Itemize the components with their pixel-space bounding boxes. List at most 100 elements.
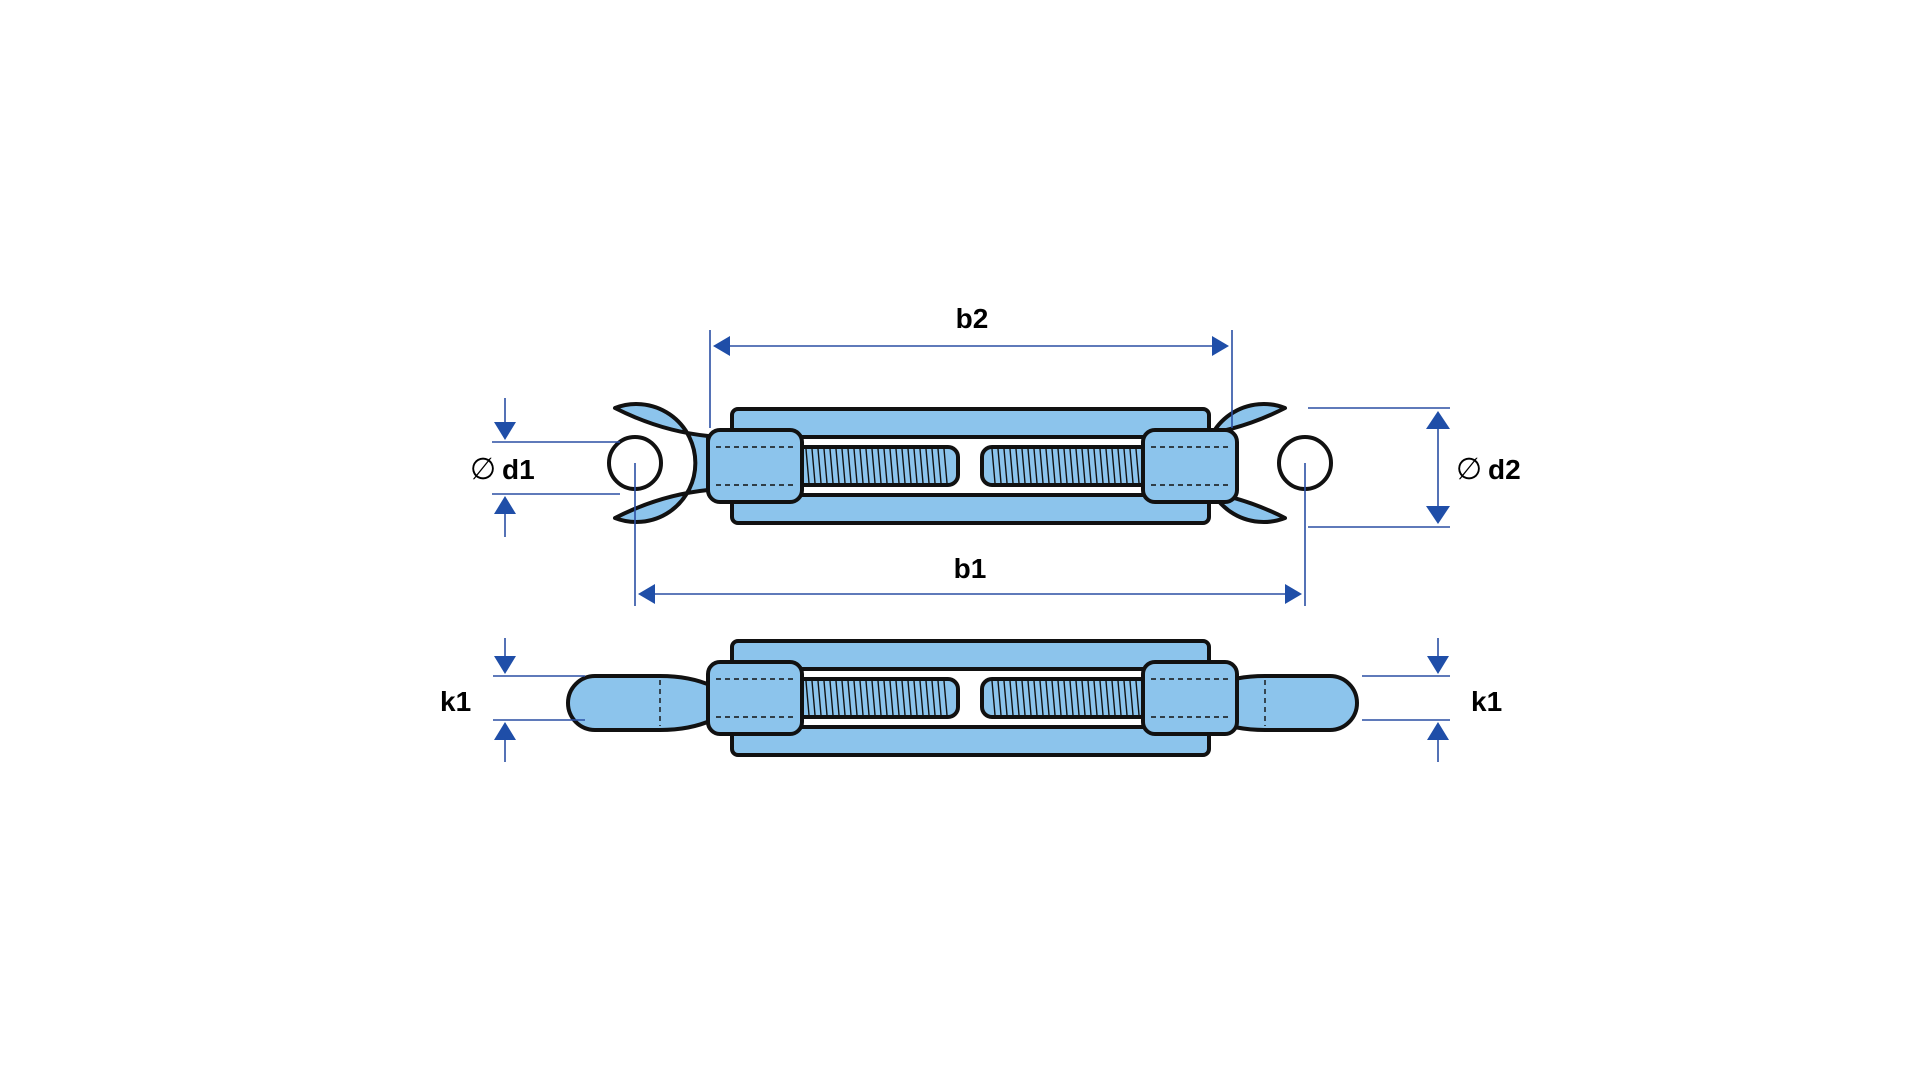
thread-line: [1087, 448, 1092, 484]
threaded-rod-left-side: [788, 677, 960, 719]
thread-line: [847, 680, 852, 716]
thread-line: [817, 680, 822, 716]
thread-line: [931, 680, 936, 716]
thread-line: [1033, 680, 1038, 716]
thread-line: [835, 448, 840, 484]
thread-line: [853, 680, 858, 716]
boss-left-side: [706, 660, 804, 736]
thread-line: [841, 448, 846, 484]
thread-line: [919, 448, 924, 484]
thread-line: [829, 448, 834, 484]
label-b2: b2: [956, 303, 989, 334]
thread-line: [817, 448, 822, 484]
thread-line: [1111, 448, 1116, 484]
thread-line: [889, 680, 894, 716]
thread-line: [1015, 680, 1020, 716]
label-k1-right: k1: [1471, 686, 1502, 717]
thread-line: [1057, 680, 1062, 716]
thread-line: [931, 448, 936, 484]
thread-line: [877, 680, 882, 716]
thread-line: [1099, 448, 1104, 484]
thread-line: [997, 448, 1002, 484]
thread-line: [1003, 680, 1008, 716]
thread-line: [835, 680, 840, 716]
thread-line: [1075, 448, 1080, 484]
thread-line: [1039, 448, 1044, 484]
thread-line: [823, 680, 828, 716]
thread-line: [823, 448, 828, 484]
thread-line: [1093, 448, 1098, 484]
boss-right-top: [1141, 428, 1239, 504]
label-d2: d2: [1488, 454, 1521, 485]
thread-line: [943, 448, 948, 484]
thread-line: [889, 448, 894, 484]
thread-line: [883, 448, 888, 484]
thread-line: [1051, 448, 1056, 484]
threaded-rod-left-top: [788, 445, 960, 487]
thread-line: [1123, 448, 1128, 484]
thread-line: [1069, 448, 1074, 484]
thread-line: [865, 680, 870, 716]
thread-line: [1051, 680, 1056, 716]
thread-line: [1075, 680, 1080, 716]
thread-line: [1099, 680, 1104, 716]
dimension-d1: ∅ d1: [470, 398, 620, 537]
boss-left-top: [706, 428, 804, 504]
thread-line: [901, 680, 906, 716]
thread-line: [1027, 448, 1032, 484]
thread-line: [991, 448, 996, 484]
dimension-b2: b2: [709, 303, 1233, 428]
top-view: [607, 402, 1333, 525]
thread-line: [907, 448, 912, 484]
thread-line: [937, 680, 942, 716]
thread-line: [1117, 448, 1122, 484]
thread-line: [1129, 448, 1134, 484]
thread-line: [1057, 448, 1062, 484]
side-view: [566, 639, 1359, 757]
thread-line: [1081, 680, 1086, 716]
left-eye: [607, 402, 710, 524]
thread-line: [907, 680, 912, 716]
thread-line: [1111, 680, 1116, 716]
thread-line: [1045, 680, 1050, 716]
thread-line: [919, 680, 924, 716]
threaded-rod-right-side: [980, 677, 1152, 719]
thread-line: [1117, 680, 1122, 716]
thread-line: [1021, 448, 1026, 484]
thread-line: [829, 680, 834, 716]
thread-line: [1009, 680, 1014, 716]
dimension-k1-right: k1: [1362, 638, 1502, 762]
thread-line: [1063, 680, 1068, 716]
threaded-rod-right-top: [980, 445, 1152, 487]
thread-line: [853, 448, 858, 484]
thread-line: [1021, 680, 1026, 716]
label-d1: d1: [502, 454, 535, 485]
thread-line: [937, 448, 942, 484]
thread-line: [925, 448, 930, 484]
boss-right-side: [1141, 660, 1239, 736]
label-k1-left: k1: [440, 686, 471, 717]
dimension-k1-left: k1: [440, 638, 585, 762]
thread-line: [913, 448, 918, 484]
thread-line: [871, 448, 876, 484]
left-stub: [566, 674, 714, 732]
thread-line: [1081, 448, 1086, 484]
thread-line: [841, 680, 846, 716]
dimension-d2: ∅ d2: [1308, 407, 1521, 528]
thread-line: [1087, 680, 1092, 716]
thread-line: [883, 680, 888, 716]
thread-line: [1033, 448, 1038, 484]
thread-line: [1093, 680, 1098, 716]
thread-line: [1039, 680, 1044, 716]
thread-line: [811, 680, 816, 716]
thread-line: [913, 680, 918, 716]
thread-line: [1063, 448, 1068, 484]
thread-line: [1045, 448, 1050, 484]
label-b1: b1: [954, 553, 987, 584]
thread-line: [1123, 680, 1128, 716]
diameter-symbol-d1: ∅: [470, 452, 496, 487]
thread-line: [943, 680, 948, 716]
thread-line: [1135, 680, 1140, 716]
thread-line: [1105, 448, 1110, 484]
thread-line: [1009, 448, 1014, 484]
